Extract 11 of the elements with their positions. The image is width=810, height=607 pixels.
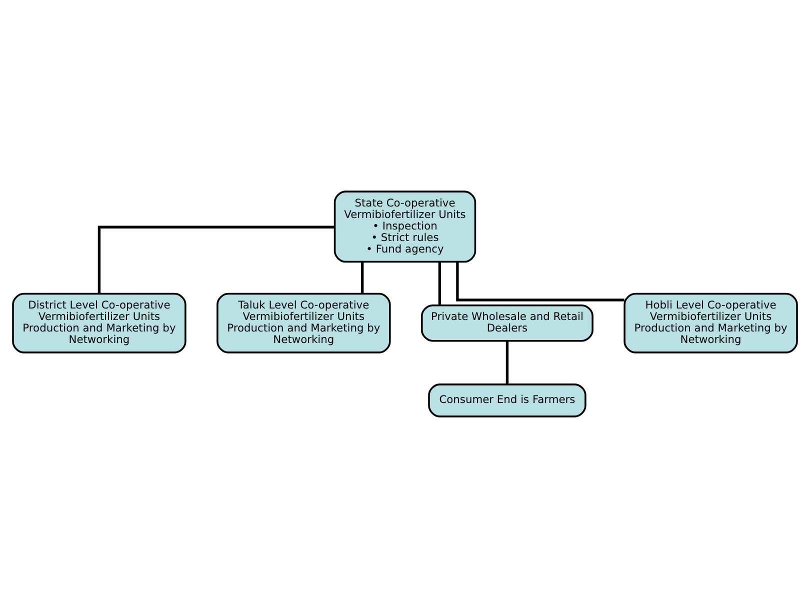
connector	[506, 340, 509, 384]
connector	[361, 262, 364, 294]
node-box: Taluk Level Co-operative Vermibiofertilizer Units Production and Marketing by Networking	[216, 292, 391, 353]
node-box: Hobli Level Co-operative Vermibiofertilizer Units Production and Marketing by Networking	[624, 292, 798, 353]
connector	[456, 262, 624, 301]
connector	[438, 262, 441, 305]
node-box: State Co-operative Vermibiofertilizer Units • Inspection • Strict rules • Fund agency	[334, 190, 476, 262]
node-box: Consumer End is Farmers	[428, 383, 586, 417]
node-box: District Level Co-operative Vermibiofertilizer Units Production and Marketing by Networking	[12, 292, 186, 353]
node-box: Private Wholesale and Retail Dealers	[421, 304, 594, 342]
connector	[98, 225, 334, 294]
